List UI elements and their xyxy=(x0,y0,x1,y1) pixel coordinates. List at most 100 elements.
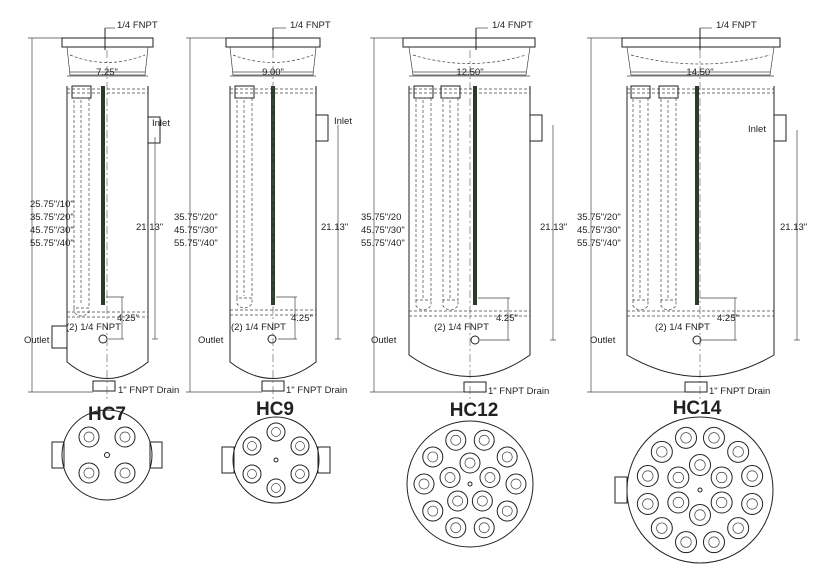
hc14-gauge-ports-label: (2) 1/4 FNPT xyxy=(655,322,710,333)
hc12-outer-bag-core xyxy=(450,522,462,534)
hc12-diameter-label: 12.50" xyxy=(456,67,483,78)
hc14-outer-bag xyxy=(675,531,698,554)
hc14-outer-bag-core xyxy=(656,522,668,534)
hc14-outer-bag-core xyxy=(746,498,758,510)
hc14-fnpt-top-label: 1/4 FNPT xyxy=(716,20,757,31)
hc12-outer-bag xyxy=(445,517,467,539)
hc14-outer-bag-core xyxy=(732,446,744,458)
hc14-outer-bag-core xyxy=(680,432,692,444)
hc9-model-label: HC9 xyxy=(256,399,294,420)
hc7-height-dim-label: 21.13" xyxy=(136,222,163,233)
hc14-model-label: HC14 xyxy=(673,398,722,419)
hc12-inner-bag xyxy=(447,490,469,512)
hc12-bottom-dim-label: 4.25" xyxy=(496,313,518,324)
hc14-inner-bag xyxy=(710,491,733,514)
hc14-outer-bag-core xyxy=(732,522,744,534)
hc14-inner-bag xyxy=(667,491,690,514)
hc12-outer-bag xyxy=(496,446,518,468)
hc14-inner-bag-core xyxy=(672,471,684,484)
hc12-drain-label: 1" FNPT Drain xyxy=(488,386,549,397)
hc7-plan-view xyxy=(51,409,163,501)
hc9-outlet-label: Outlet xyxy=(198,335,224,346)
hc14-length-3: 55.75"/40" xyxy=(577,238,621,249)
hc7-length-4: 55.75"/40" xyxy=(30,238,74,249)
hc14-outer-bag xyxy=(675,426,698,449)
hc14-inner-bag-core xyxy=(716,496,728,509)
hc9-plan-view xyxy=(221,416,331,504)
hc7-length-3: 45.75"/30" xyxy=(30,225,74,236)
hc7-elevation xyxy=(28,27,161,400)
hc7-fnpt-top-label: 1/4 FNPT xyxy=(117,20,158,31)
hc12-inner-bag-core xyxy=(476,495,488,507)
hc14-outer-bag-core xyxy=(746,470,758,482)
hc12-outer-bag-core xyxy=(427,451,439,463)
hc12-inner-bag-core xyxy=(452,495,464,507)
hc14-outer-bag xyxy=(702,531,725,554)
hc12-outer-bag xyxy=(413,473,435,495)
hc14-bottom-dim-label: 4.25" xyxy=(717,313,739,324)
hc7-length-1: 25.75"/10" xyxy=(30,199,74,210)
hc12-outer-bag-core xyxy=(501,505,513,517)
hc14-outer-bag xyxy=(702,426,725,449)
hc12-outlet-label: Outlet xyxy=(371,335,397,346)
hc12-inner-bag xyxy=(479,467,501,489)
hc14-outer-bag-core xyxy=(642,498,654,510)
hc9-fnpt-top-label: 1/4 FNPT xyxy=(290,20,331,31)
hc14-outlet-label: Outlet xyxy=(590,335,616,346)
hc12-inner-bag-core xyxy=(444,472,456,483)
hc14-outer-bag-core xyxy=(708,432,720,444)
hc12-gauge-ports-label: (2) 1/4 FNPT xyxy=(434,322,489,333)
hc14-outer-bag xyxy=(636,465,659,488)
hc12-outer-bag-core xyxy=(510,478,522,490)
hc12-outer-bag-core xyxy=(450,434,462,446)
hc14-outer-bag xyxy=(741,492,764,515)
hc14-inner-bag xyxy=(689,504,711,526)
hc14-length-1: 35.75"/20" xyxy=(577,212,621,223)
hc12-inner-bag xyxy=(439,467,461,489)
hc12-inner-bag-core xyxy=(464,457,476,469)
hc14-length-2: 45.75"/30" xyxy=(577,225,621,236)
hc14-inner-bag xyxy=(689,454,711,476)
hc12-outer-bag xyxy=(473,517,495,539)
hc14-outer-bag xyxy=(636,492,659,515)
hc12-length-2: 45.75"/30" xyxy=(361,225,405,236)
hc12-inner-bag xyxy=(471,490,493,512)
hc12-outer-bag xyxy=(422,500,444,522)
hc12-height-dim-label: 21.13" xyxy=(540,222,567,233)
hc14-outer-bag-core xyxy=(656,446,668,458)
hc14-outer-bag-core xyxy=(708,536,720,548)
hc14-outer-bag xyxy=(727,440,750,463)
hc14-inner-bag-core xyxy=(672,496,684,509)
hc12-outer-bag-core xyxy=(427,505,439,517)
hc9-height-dim-label: 21.13" xyxy=(321,222,348,233)
hc9-length-3: 55.75"/40" xyxy=(174,238,218,249)
hc14-inner-bag xyxy=(710,466,733,489)
hc12-outer-bag xyxy=(445,429,467,451)
hc9-elevation xyxy=(186,27,341,400)
hc14-inner-bag xyxy=(667,466,690,489)
hc12-outer-bag xyxy=(496,500,518,522)
hc14-plan-view xyxy=(614,416,774,564)
hc7-bottom-dim-label: 4.25" xyxy=(117,313,139,324)
hc7-length-2: 35.75"/20" xyxy=(30,212,74,223)
hc12-elevation xyxy=(370,27,556,400)
hc14-elevation xyxy=(587,27,800,400)
hc14-outer-bag xyxy=(727,517,750,540)
hc7-model-label: HC7 xyxy=(88,404,126,425)
hc14-drain-label: 1" FNPT Drain xyxy=(709,386,770,397)
hc7-inlet-label: Inlet xyxy=(152,118,170,129)
hc12-outer-bag xyxy=(505,473,527,495)
hc14-inner-bag-core xyxy=(694,509,706,521)
hc7-gauge-ports-label: (2) 1/4 FNPT xyxy=(66,322,121,333)
hc12-outer-bag xyxy=(473,429,495,451)
hc9-drain-label: 1" FNPT Drain xyxy=(286,385,347,396)
hc9-diameter-label: 9.00" xyxy=(262,67,284,78)
hc12-outer-bag-core xyxy=(478,434,490,446)
hc12-outer-bag-core xyxy=(418,478,430,490)
hc7-drain-label: 1" FNPT Drain xyxy=(118,385,179,396)
hc12-outer-bag xyxy=(422,446,444,468)
hc12-fnpt-top-label: 1/4 FNPT xyxy=(492,20,533,31)
hc7-outlet-label: Outlet xyxy=(24,335,50,346)
hc9-length-2: 45.75"/30" xyxy=(174,225,218,236)
